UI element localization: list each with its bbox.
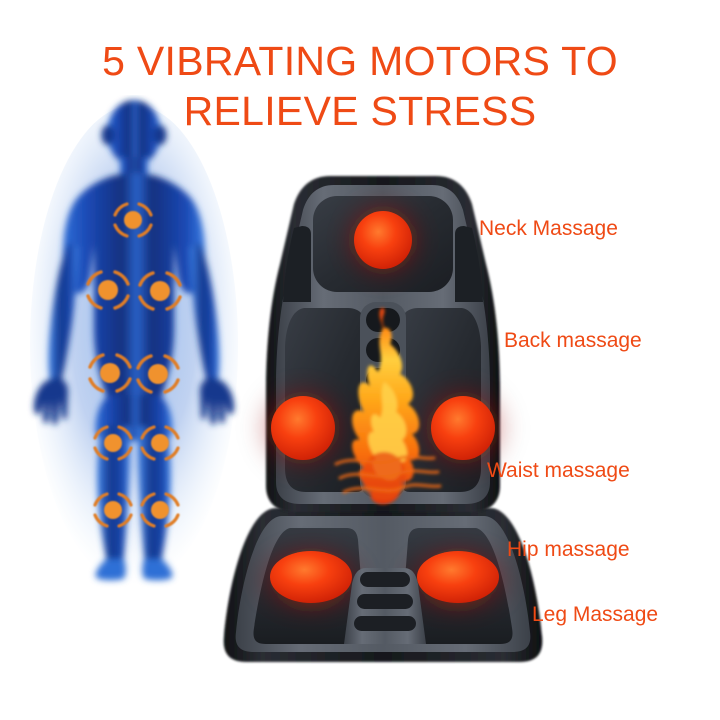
massage-cushion-product-image — [208, 168, 558, 678]
neck-motor[interactable] — [354, 211, 412, 269]
human-body-diagram — [18, 95, 248, 595]
vibration-marker-upper-back-right — [138, 271, 182, 311]
vibration-marker-upper-back-left — [86, 270, 130, 310]
vibration-marker-thigh-left — [93, 425, 133, 461]
back-motor-left[interactable] — [271, 396, 335, 460]
seat-bar-1 — [360, 572, 410, 587]
page-title: 5 VIBRATING MOTORS TO RELIEVE STRESS — [102, 38, 618, 134]
heat-flame-icon — [334, 307, 442, 505]
back-motor-right[interactable] — [431, 396, 495, 460]
callout-label-waist-massage: Waist massage — [487, 459, 630, 482]
vibration-marker-lower-back-left — [88, 353, 132, 393]
vibration-marker-neck — [113, 202, 153, 238]
shoulder-wing-left — [283, 226, 311, 302]
vibration-marker-group — [86, 202, 182, 528]
vibration-marker-thigh-right — [140, 425, 180, 461]
chair-backrest-section — [253, 176, 513, 512]
seat-motor-left[interactable] — [270, 551, 352, 603]
seat-motor-right[interactable] — [417, 551, 499, 603]
callout-label-leg-massage: Leg Massage — [532, 603, 659, 626]
callout-label-hip-massage: Hip massage — [507, 538, 630, 561]
seat-center-bar-group — [344, 568, 426, 644]
vibration-marker-lower-back-right — [136, 354, 180, 394]
body-silhouette — [34, 100, 234, 581]
heat-wave-group — [334, 455, 442, 494]
shoulder-wing-right — [455, 226, 483, 302]
vibration-marker-knee-left — [93, 492, 133, 528]
spine-segment-1 — [366, 308, 400, 332]
chair-seat-section — [223, 508, 543, 662]
vibration-marker-knee-right — [140, 492, 180, 528]
callout-label-neck-massage: Neck Massage — [479, 217, 618, 240]
callout-label-back-massage: Back massage — [504, 329, 642, 352]
seat-bar-3 — [354, 616, 416, 631]
seat-bar-2 — [357, 594, 413, 609]
